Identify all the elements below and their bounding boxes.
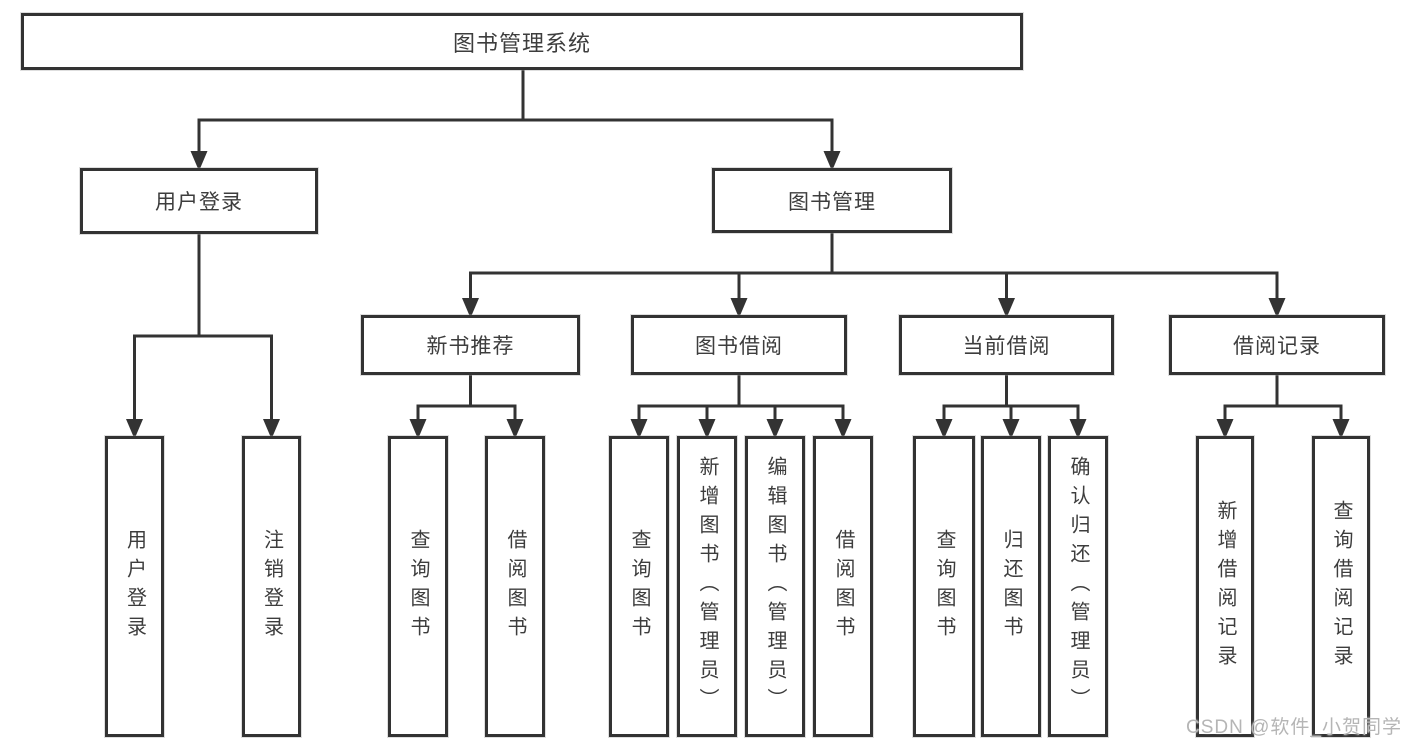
leaf-return-book-label: 归还图书	[1000, 528, 1022, 645]
node-book-management-label: 图书管理	[788, 190, 876, 214]
node-new-book-recommend: 新书推荐	[361, 315, 580, 375]
leaf-add-borrow-record-label: 新增借阅记录	[1214, 499, 1236, 674]
leaf-add-borrow-record: 新增借阅记录	[1196, 436, 1254, 737]
leaf-query-book-recommend-label: 查询图书	[407, 528, 429, 645]
node-new-book-recommend-label: 新书推荐	[426, 335, 515, 358]
leaf-add-book-admin: 新增图书（管理员）	[677, 436, 737, 737]
leaf-user-login: 用户登录	[105, 436, 164, 737]
node-root: 图书管理系统	[21, 13, 1023, 70]
leaf-logout-label: 注销登录	[260, 528, 283, 645]
node-user-login-label: 用户登录	[155, 191, 243, 214]
node-current-borrow-label: 当前借阅	[962, 335, 1051, 358]
leaf-confirm-return-admin: 确认归还（管理员）	[1048, 436, 1108, 737]
watermark-text: CSDN @软件_小贺同学	[1186, 717, 1402, 738]
leaf-borrow-book-recommend-label: 借阅图书	[504, 528, 526, 645]
leaf-logout: 注销登录	[242, 436, 301, 737]
leaf-edit-book-admin-label: 编辑图书（管理员）	[764, 456, 786, 717]
leaf-edit-book-admin: 编辑图书（管理员）	[745, 436, 805, 737]
leaf-borrow-book-recommend: 借阅图书	[485, 436, 545, 737]
leaf-borrow-book: 借阅图书	[813, 436, 873, 737]
leaf-query-borrow-record: 查询借阅记录	[1312, 436, 1370, 737]
node-root-label: 图书管理系统	[452, 30, 591, 56]
node-book-management: 图书管理	[712, 168, 952, 233]
node-book-borrow: 图书借阅	[631, 315, 847, 375]
leaf-add-book-admin-label: 新增图书（管理员）	[696, 456, 718, 717]
leaf-user-login-label: 用户登录	[123, 528, 146, 645]
leaf-confirm-return-admin-label: 确认归还（管理员）	[1067, 456, 1089, 717]
node-borrow-records-label: 借阅记录	[1233, 335, 1321, 358]
node-borrow-records: 借阅记录	[1169, 315, 1385, 375]
leaf-query-book-borrow: 查询图书	[609, 436, 669, 737]
leaf-borrow-book-label: 借阅图书	[832, 528, 854, 645]
leaf-query-book-borrow-label: 查询图书	[628, 528, 650, 645]
leaf-return-book: 归还图书	[981, 436, 1041, 737]
node-current-borrow: 当前借阅	[899, 315, 1114, 375]
leaf-query-borrow-record-label: 查询借阅记录	[1330, 499, 1352, 674]
leaf-query-book-current: 查询图书	[913, 436, 975, 737]
node-book-borrow-label: 图书借阅	[695, 335, 783, 358]
node-user-login: 用户登录	[80, 168, 318, 234]
leaf-query-book-recommend: 查询图书	[388, 436, 448, 737]
leaf-query-book-current-label: 查询图书	[933, 528, 955, 645]
